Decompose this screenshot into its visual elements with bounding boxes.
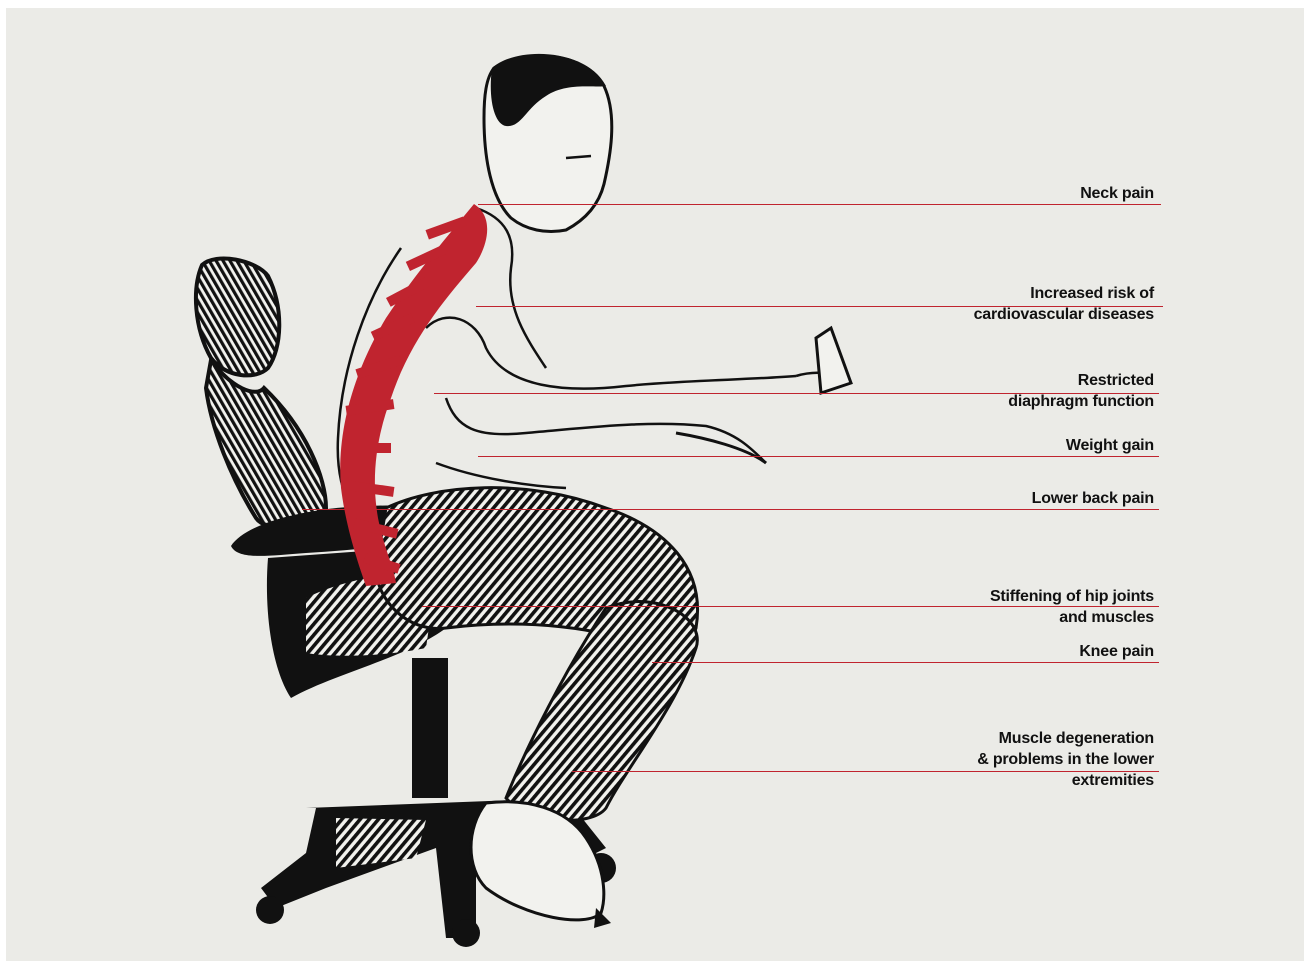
label-lower-back-pain: Lower back pain [1032, 488, 1154, 509]
label-muscle-degeneration: Muscle degeneration & problems in the lo… [977, 707, 1154, 791]
label-hip-stiffening: Stiffening of hip joints and muscles [990, 565, 1154, 628]
label-cardiovascular-risk: Increased risk of cardiovascular disease… [974, 262, 1154, 325]
label-neck-pain: Neck pain [1080, 183, 1154, 204]
label-knee-pain: Knee pain [1079, 641, 1154, 662]
label-diaphragm-function: Restricted diaphragm function [1008, 349, 1154, 412]
hand-device [676, 328, 851, 463]
torso [338, 208, 846, 528]
callout-line-knee [652, 662, 1159, 663]
sitting-man-illustration [6, 8, 1304, 961]
label-weight-gain: Weight gain [1066, 435, 1154, 456]
infographic-canvas: Neck pain Increased risk of cardiovascul… [6, 8, 1304, 961]
callout-line-neck-pain [478, 204, 1161, 205]
callout-line-weight-gain [478, 456, 1159, 457]
callout-line-lower-back [302, 509, 1159, 510]
chair-backrest [196, 259, 326, 527]
